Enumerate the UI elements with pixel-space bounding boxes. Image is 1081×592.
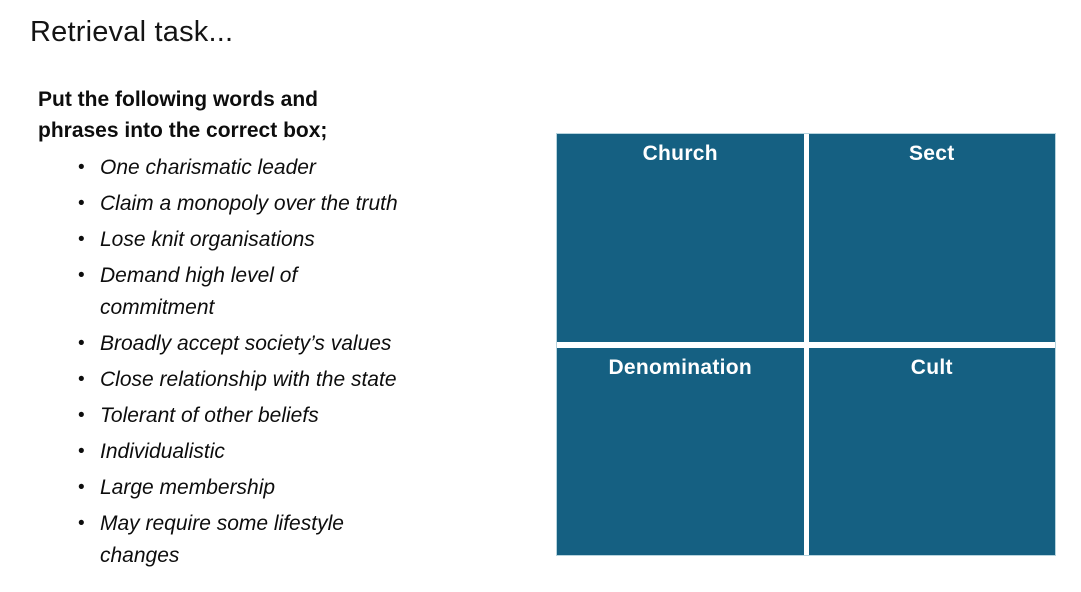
bullet-icon: • — [78, 441, 85, 462]
list-item: • Tolerant of other beliefs — [70, 400, 510, 432]
bullet-icon: • — [78, 477, 85, 498]
bullet-icon: • — [78, 229, 85, 250]
list-item: • Individualistic — [70, 436, 510, 468]
word-list: • One charismatic leader • Claim a monopol… — [70, 152, 510, 576]
box-denomination-label: Denomination — [608, 355, 753, 379]
bullet-icon: • — [78, 157, 85, 178]
category-table: Church Sect Denomination Cult — [556, 133, 1056, 556]
bullet-icon: • — [78, 333, 85, 354]
box-church[interactable]: Church — [557, 134, 804, 342]
bullet-icon: • — [78, 369, 85, 390]
slide-title: Retrieval task... — [30, 16, 234, 48]
list-item: • Close relationship with the state — [70, 364, 510, 396]
list-item: • May require some lifestyle changes — [70, 508, 510, 572]
bullet-icon: • — [78, 265, 85, 286]
bullet-icon: • — [78, 405, 85, 426]
list-item: • Broadly accept society’s values — [70, 328, 510, 360]
list-item-label: Demand high level of commitment — [100, 264, 298, 319]
box-sect-label: Sect — [908, 142, 955, 165]
list-item-label: Tolerant of other beliefs — [100, 404, 319, 427]
box-cult[interactable]: Cult — [808, 347, 1055, 555]
list-item-label: Individualistic — [100, 440, 225, 463]
list-item-label: Claim a monopoly over the truth — [100, 192, 398, 215]
list-item-label: May require some lifestyle changes — [100, 512, 344, 567]
list-item-label: One charismatic leader — [100, 156, 316, 179]
list-item: • One charismatic leader — [70, 152, 510, 184]
bullet-icon: • — [78, 513, 85, 534]
list-item: • Large membership — [70, 472, 510, 504]
bullet-icon: • — [78, 193, 85, 214]
box-church-label: Church — [642, 142, 718, 165]
list-item: • Demand high level of commitment — [70, 260, 510, 324]
box-sect[interactable]: Sect — [808, 134, 1055, 342]
list-item-label: Large membership — [100, 476, 276, 499]
list-item: • Lose knit organisations — [70, 224, 510, 256]
instruction-text: Put the following words and phrases into… — [38, 88, 328, 142]
box-cult-label: Cult — [910, 355, 953, 379]
box-denomination[interactable]: Denomination — [557, 347, 804, 555]
list-item-label: Close relationship with the state — [100, 368, 397, 391]
list-item-label: Lose knit organisations — [100, 228, 315, 251]
list-item-label: Broadly accept society’s values — [100, 332, 392, 355]
list-item: • Claim a monopoly over the truth — [70, 188, 510, 220]
